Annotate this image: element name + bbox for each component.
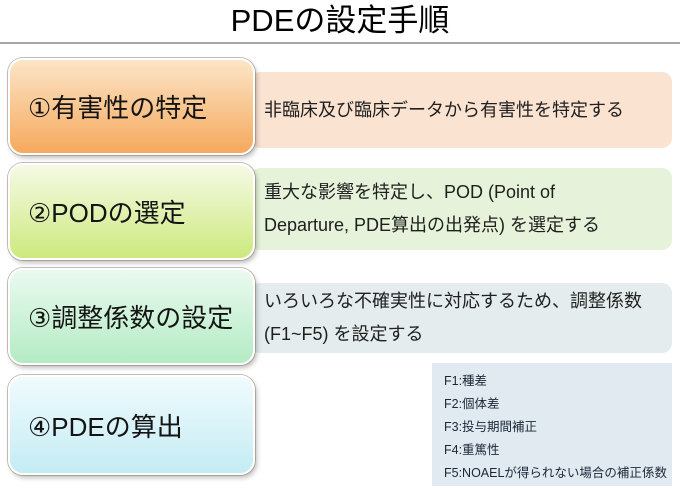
title-divider	[0, 42, 680, 44]
step-description-panel-pod-selection: 重大な影響を特定し、POD (Point of Departure, PDE算出…	[250, 168, 672, 250]
step-label: ①有害性の特定	[28, 93, 208, 123]
step-description-panel-hazard-identification: 非臨床及び臨床データから有害性を特定する	[250, 72, 672, 148]
step-label: ②PODの選定	[28, 198, 186, 228]
step-box-pde-calculation: ④PDEの算出	[8, 375, 255, 475]
step-box-adjustment-factors: ③調整係数の設定	[8, 268, 255, 365]
step-box-pod-selection: ②PODの選定	[8, 163, 255, 260]
step-label: ③調整係数の設定	[28, 303, 234, 333]
page-title: PDEの設定手順	[230, 3, 450, 38]
factor-item-f4: F4:重篤性	[444, 443, 500, 457]
factor-note-panel: F1:種差 F2:個体差 F3:投与期間補正 F4:重篤性 F5:NOAELが得…	[432, 363, 672, 486]
factor-item-f1: F1:種差	[444, 374, 488, 388]
factor-item-f2: F2:個体差	[444, 397, 500, 411]
step-description: いろいろな不確実性に対応するため、調整係数 (F1~F5) を設定する	[264, 291, 642, 344]
step-box-hazard-identification: ①有害性の特定	[8, 58, 255, 155]
step-label: ④PDEの算出	[28, 411, 183, 442]
step-description: 重大な影響を特定し、POD (Point of Departure, PDE算出…	[264, 182, 601, 235]
step-description: 非臨床及び臨床データから有害性を特定する	[264, 99, 624, 120]
step-description-panel-adjustment-factors: いろいろな不確実性に対応するため、調整係数 (F1~F5) を設定する	[250, 283, 672, 353]
factor-item-f5: F5:NOAELが得られない場合の補正係数	[444, 466, 667, 480]
factor-item-f3: F3:投与期間補正	[444, 420, 538, 434]
